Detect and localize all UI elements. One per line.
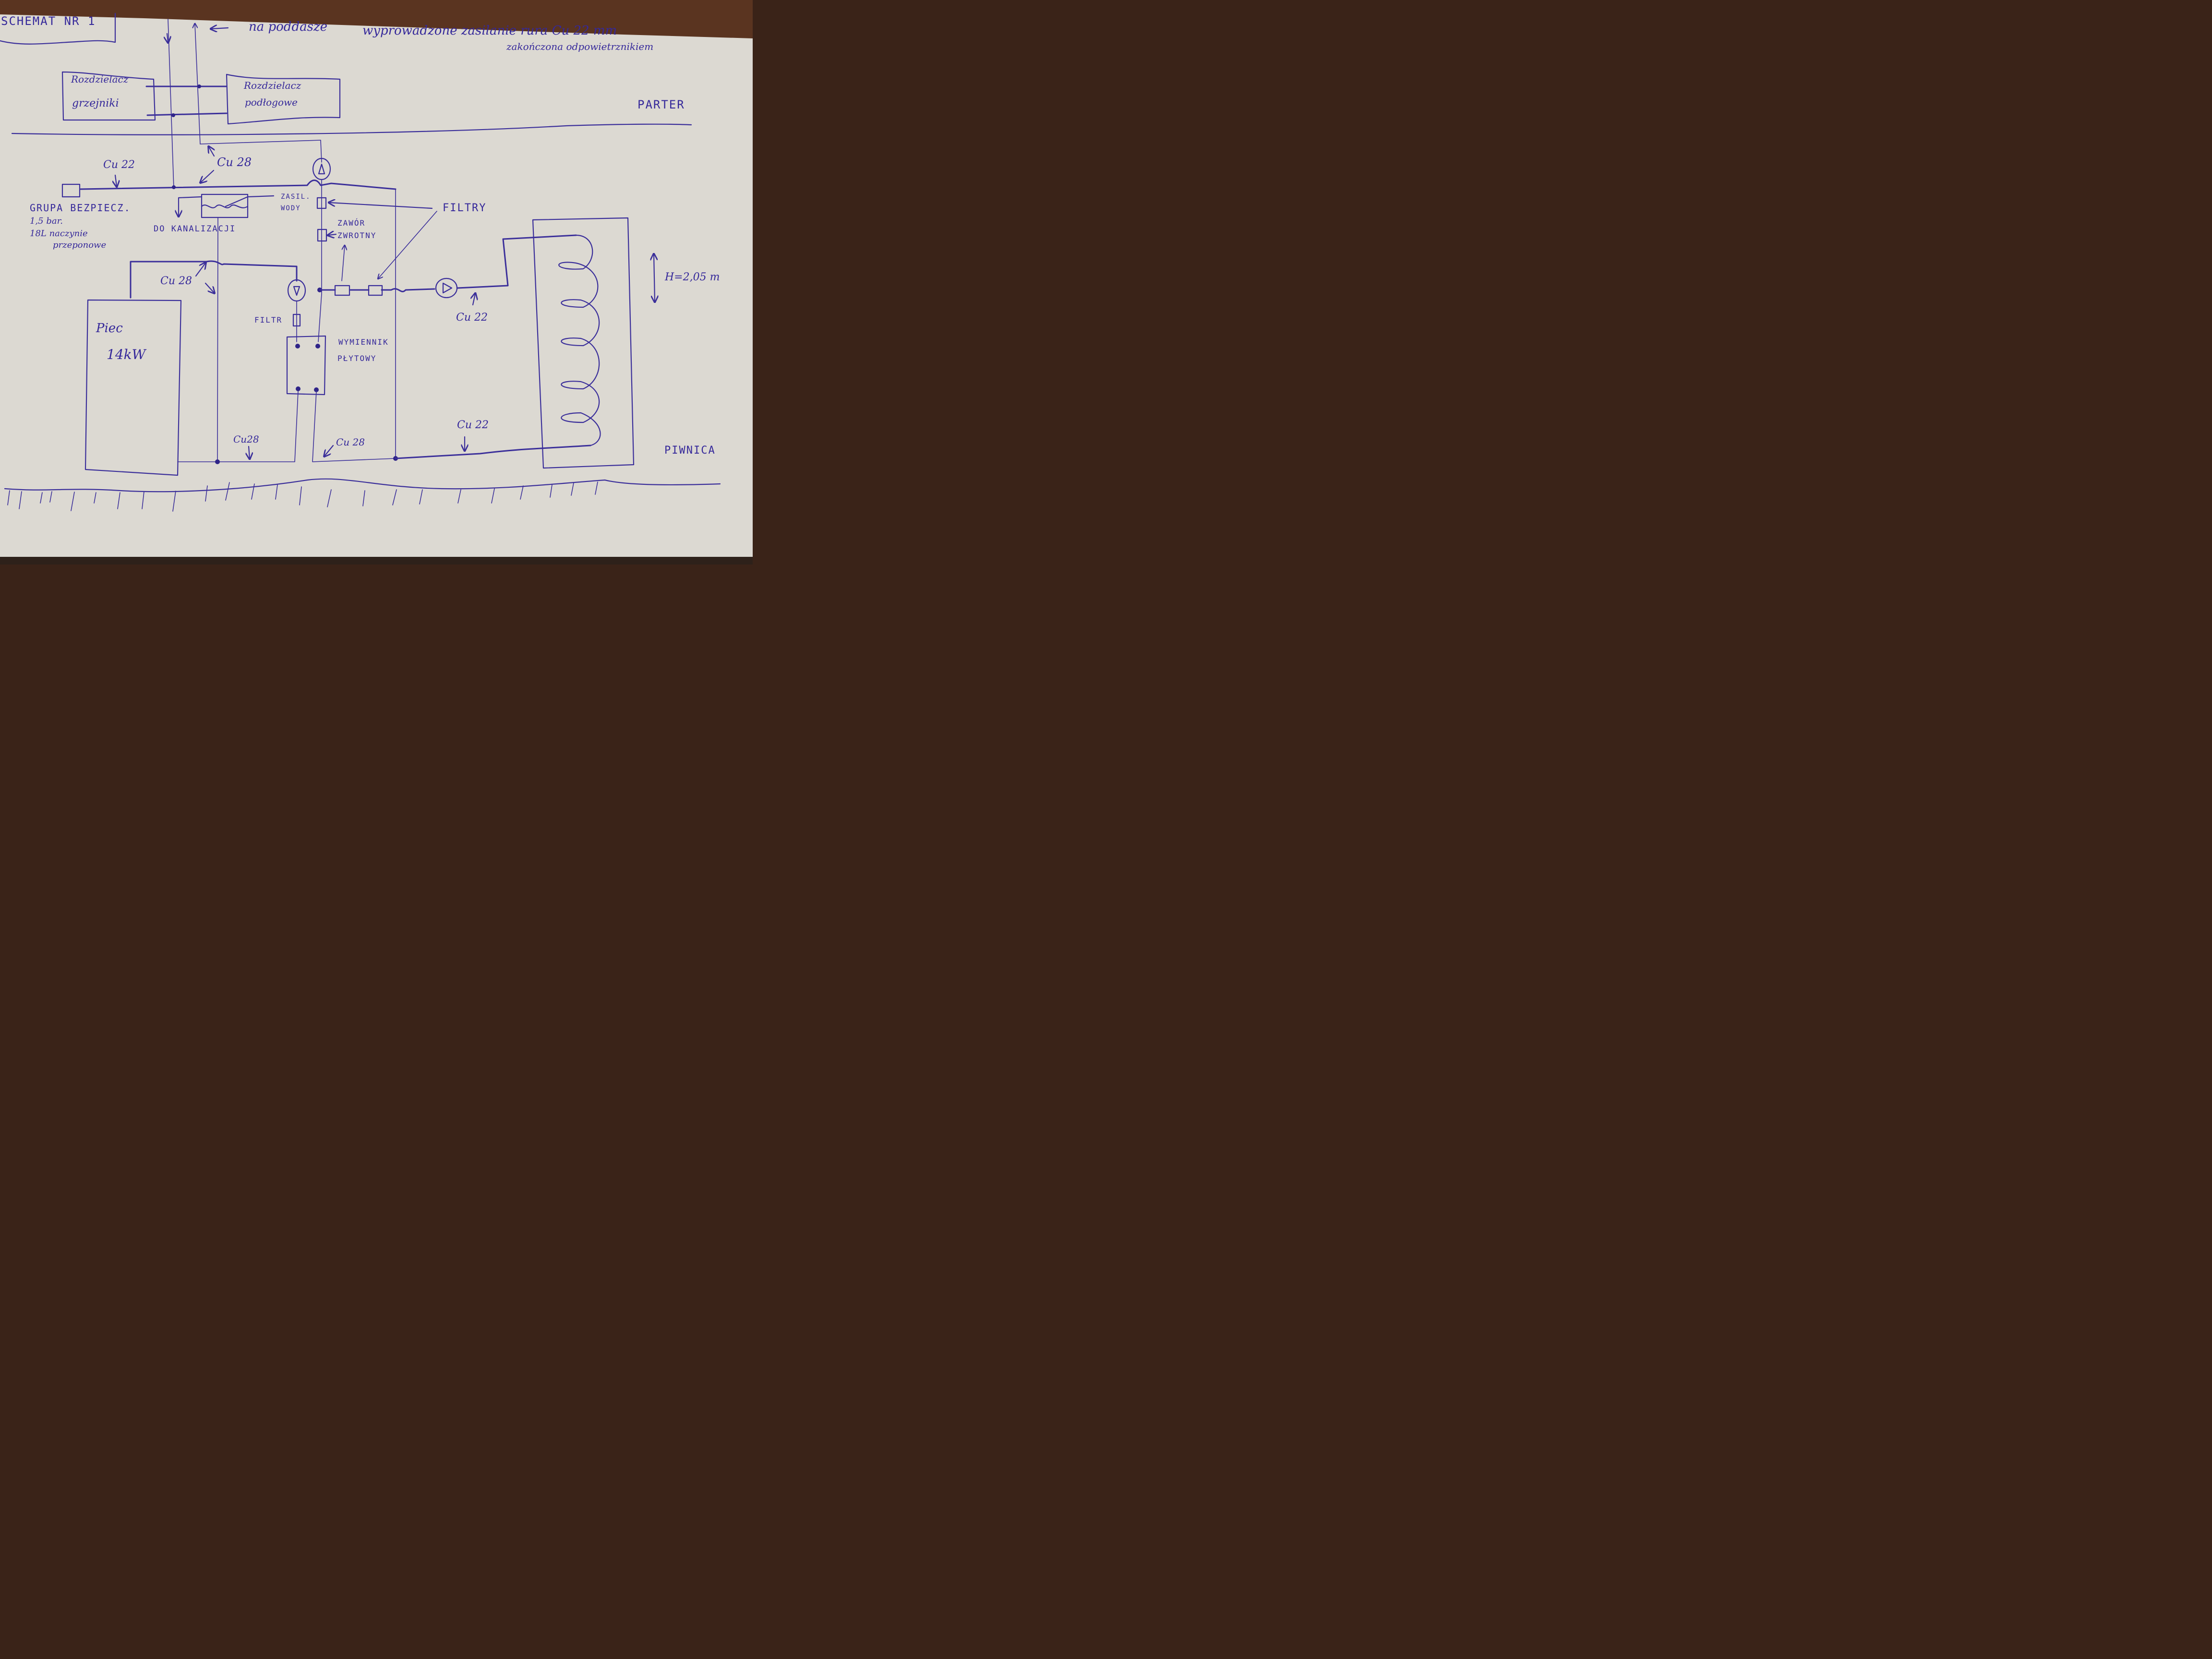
arrow-cu22-pump: [473, 294, 475, 306]
title-text: SCHEMAT NR 1: [1, 14, 96, 28]
arrow-cu28-bottom-mid: [325, 445, 334, 456]
arrow-cu28-boiler-down: [204, 282, 214, 293]
paper-sheet: [0, 14, 753, 565]
label-cu22-bottom-right: Cu 22: [457, 419, 489, 431]
filter-mid-1-icon: [334, 285, 350, 296]
label-cu28-boiler: Cu 28: [160, 275, 192, 287]
riser-supply-arrow: [167, 33, 168, 42]
top-note-line1: wyprowadzone zasilanie rura Cu 22 mm: [362, 24, 617, 38]
filters-label: FILTRY: [443, 202, 486, 214]
arrow-cu28-bottom-left: [249, 445, 250, 458]
check-valve-line2: ZWROTNY: [337, 231, 376, 240]
label-cu28-top: Cu 28: [217, 156, 252, 169]
storage-tank: [532, 217, 635, 469]
water-supply-line2: WODY: [281, 204, 301, 212]
pipe-horizontal-main: [80, 180, 397, 190]
tank-height-label: H=2,05 m: [664, 271, 720, 283]
safety-group-line2: 1,5 bar.: [30, 216, 63, 226]
label-cu22-pump: Cu 22: [456, 312, 488, 324]
filter-single-icon: [292, 313, 301, 327]
junction-dot: [171, 113, 175, 117]
plate-exchanger: WYMIENNIK PŁYTOWY: [286, 335, 389, 396]
top-note: na poddasze wyprowadzone zasilanie rura …: [211, 20, 653, 52]
arrow-filter-left: [341, 246, 345, 281]
check-valve-line1: ZAWÓR: [337, 218, 365, 228]
junction-dot: [172, 185, 176, 189]
label-cu28-bottom-mid: Cu 28: [336, 436, 365, 448]
manifold-radiators-line2: grzejniki: [72, 97, 119, 109]
arrow-filter-right: [378, 211, 437, 278]
boiler-line1: Piec: [96, 321, 123, 336]
junction-dot: [215, 459, 220, 464]
drain-label: DO KANALIZACJI: [154, 224, 236, 234]
pipe-to-coil-top: [457, 234, 577, 289]
top-note-prefix: na poddasze: [249, 20, 327, 34]
floor-label-parter: PARTER: [637, 98, 685, 111]
water-supply-line1: ZASIL.: [281, 193, 311, 201]
pipe-main-vertical: [318, 179, 322, 342]
riser-supply: [168, 19, 174, 189]
pipe-middle-horizontal: [319, 288, 435, 292]
filter-upper-icon: [316, 197, 327, 209]
junction-dot: [197, 84, 201, 88]
arrow-cu28-down: [201, 169, 215, 182]
safety-group-line1: GRUPA BEZPIECZ.: [30, 202, 131, 214]
arrow-to-attic: [211, 28, 229, 29]
boiler: Piec 14kW: [84, 299, 182, 476]
label-cu28-bottom-left: Cu28: [233, 433, 259, 445]
filter-label: FILTR: [254, 315, 282, 325]
boiler-line2: 14kW: [107, 347, 147, 362]
title-box: SCHEMAT NR 1: [0, 12, 116, 45]
top-note-line2: zakończona odpowietrznikiem: [506, 41, 653, 52]
manifold-link-bottom: [146, 112, 228, 116]
heating-schematic: SCHEMAT NR 1 na poddasze wyprowadzone za…: [0, 0, 753, 565]
exchanger-line1: WYMIENNIK: [338, 337, 389, 347]
safety-group-icon: [61, 183, 81, 198]
pipe-coil-return: [395, 445, 591, 459]
pipe-exchanger-return-right: [312, 391, 396, 462]
pipe-return-upper: [200, 140, 322, 163]
pipe-water-supply-connector: [247, 195, 275, 198]
manifold-floor-line2: podłogowe: [245, 96, 298, 108]
safety-group-line3: 18L naczynie: [30, 228, 88, 239]
mixing-valve-icon: [201, 193, 249, 218]
floor-label-piwnica: PIWNICA: [664, 445, 716, 457]
arrow-cu28-up: [209, 147, 214, 157]
diagram-photo: SCHEMAT NR 1 na poddasze wyprowadzone za…: [0, 0, 753, 565]
floor-line-ground: [11, 123, 692, 135]
safety-group-line4: przeponowe: [53, 240, 106, 250]
filter-mid-2-icon: [368, 285, 383, 296]
manifold-radiators: Rozdzielacz grzejniki: [61, 71, 156, 121]
exchanger-line2: PŁYTOWY: [337, 354, 376, 363]
manifold-radiators-line1: Rozdzielacz: [71, 73, 129, 85]
pipe-valve-down: [217, 217, 218, 461]
arrow-cu22-top: [115, 174, 117, 186]
ground-hatching: [4, 478, 721, 512]
coil-icon: [558, 234, 601, 446]
manifold-floor: Rozdzielacz podłogowe: [226, 73, 341, 125]
arrow-check-valve: [328, 234, 337, 235]
riser-return: [195, 24, 201, 144]
table-edge-bottom: [0, 557, 753, 565]
height-dimension-arrow: [654, 254, 655, 301]
arrow-filter-upper: [329, 203, 433, 209]
label-cu22-top: Cu 22: [103, 159, 135, 171]
manifold-floor-line1: Rozdzielacz: [243, 80, 301, 91]
arrow-cu28-boiler-up: [195, 263, 205, 277]
drain-arrow: [179, 196, 203, 216]
